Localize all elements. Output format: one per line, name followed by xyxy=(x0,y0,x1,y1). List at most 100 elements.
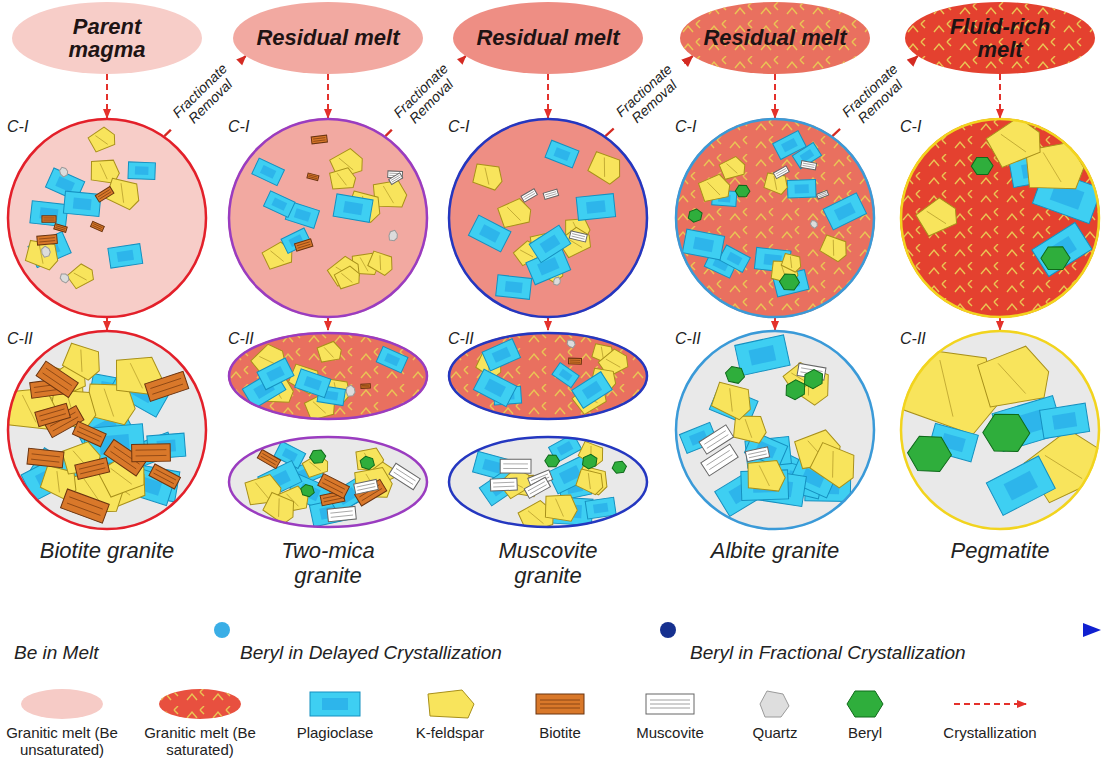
quartz-crystal xyxy=(41,246,51,258)
legend-beryl xyxy=(847,691,883,717)
crystal xyxy=(611,461,627,474)
k-feldspar-crystal xyxy=(329,167,357,190)
crystal xyxy=(149,464,181,489)
crystal xyxy=(307,173,319,181)
mica-cleavage xyxy=(394,468,416,484)
mica-cleavage xyxy=(748,451,766,458)
crystal-group xyxy=(682,131,866,297)
crystal xyxy=(543,189,558,199)
crystal xyxy=(686,208,704,224)
melt-fill xyxy=(7,118,207,318)
crystal xyxy=(773,166,789,179)
k-feldspar-cleavage xyxy=(742,419,755,438)
crystal xyxy=(1032,222,1092,276)
crystal-group xyxy=(244,441,420,527)
crystal xyxy=(387,229,400,243)
plagioclase-crystal xyxy=(482,339,520,371)
k-feldspar-cleavage xyxy=(827,240,841,256)
plagioclase-zoning xyxy=(749,345,777,365)
mica-cleavage xyxy=(572,234,586,240)
timeline-arrow xyxy=(2,627,1100,633)
crystal xyxy=(779,274,800,290)
crystal xyxy=(36,361,78,397)
mica-cleavage xyxy=(570,360,580,362)
crystal xyxy=(35,403,71,426)
k-feldspar-crystal xyxy=(807,438,863,491)
mica-cleavage xyxy=(322,479,345,493)
plagioclase-crystal xyxy=(257,358,294,390)
crystal xyxy=(295,369,331,398)
node-shape xyxy=(675,118,875,318)
node-shape xyxy=(448,330,648,530)
plagioclase-crystal xyxy=(823,193,866,230)
outline xyxy=(449,437,647,527)
plagioclase-zoning xyxy=(260,165,276,179)
plagioclase-zoning xyxy=(55,176,75,192)
crystal-group xyxy=(473,338,631,417)
crystal xyxy=(907,436,953,472)
crystal xyxy=(719,245,751,272)
crystal xyxy=(75,458,110,480)
crystal xyxy=(800,367,826,391)
node-shape xyxy=(900,330,1100,530)
crystal xyxy=(586,148,627,186)
k-feldspar-cleavage xyxy=(129,363,145,388)
k-feldspar-crystal xyxy=(780,251,804,273)
k-feldspar-crystal xyxy=(544,492,579,521)
plagioclase-zoning xyxy=(266,366,285,382)
crystal xyxy=(257,450,280,469)
plagioclase-zoning xyxy=(282,448,298,462)
biotite-crystal xyxy=(61,489,110,523)
stage-label: C-I xyxy=(448,118,469,136)
melt-fill xyxy=(448,118,648,318)
k-feldspar-cleavage xyxy=(786,256,795,268)
k-feldspar-crystal xyxy=(87,125,118,154)
plagioclase-zoning xyxy=(492,347,511,363)
mica-cleavage xyxy=(92,224,102,230)
plagioclase-zoning xyxy=(582,381,602,399)
plagioclase-crystal xyxy=(264,191,296,218)
crystal xyxy=(295,239,313,251)
k-feldspar-cleavage xyxy=(726,161,737,175)
melt-name: Parent magma xyxy=(32,15,182,61)
legend-text: Beryl xyxy=(805,724,925,741)
k-feldspar-cleavage xyxy=(606,355,620,371)
node-shape xyxy=(7,330,207,530)
melt-ellipse: Fluid-rich melt xyxy=(905,2,1095,74)
timeline-label: Beryl in Delayed Crystallization xyxy=(240,642,502,664)
k-feldspar-crystal xyxy=(317,340,344,363)
k-feldspar-crystal xyxy=(471,161,506,192)
crystal xyxy=(145,371,189,401)
biotite-crystal xyxy=(37,234,58,245)
plagioclase-zoning xyxy=(384,353,400,366)
legend-mica-lines xyxy=(540,700,580,708)
plagioclase-crystal xyxy=(986,456,1055,515)
melt-ellipse: Residual melt xyxy=(453,2,643,74)
melt-fill xyxy=(448,436,648,528)
mica-cleavage xyxy=(704,431,728,449)
mica-cleavage xyxy=(43,368,72,390)
melt-fill xyxy=(448,332,648,420)
plagioclase-crystal xyxy=(295,369,331,398)
plagioclase-zoning xyxy=(304,376,322,390)
mica-cleavage xyxy=(79,463,105,474)
legend-plagioclase xyxy=(310,692,360,716)
crystal xyxy=(521,189,537,202)
crystal xyxy=(72,421,106,446)
stage-label: C-II xyxy=(448,330,474,348)
plagioclase-crystal xyxy=(30,201,68,227)
k-feldspar-cleavage xyxy=(821,451,844,478)
plagioclase-crystal xyxy=(735,335,790,376)
beryl-crystal xyxy=(724,365,746,384)
crystallization-circle: C-I xyxy=(7,118,207,318)
crystal-group xyxy=(679,335,863,517)
crystal xyxy=(576,194,615,221)
mica-cleavage xyxy=(261,453,277,464)
legend-quartz xyxy=(760,691,789,717)
crystal xyxy=(735,185,750,197)
biotite-crystal xyxy=(132,444,171,462)
stage-label: C-I xyxy=(228,118,249,136)
beryl-crystal xyxy=(611,461,627,474)
muscovite-crystal xyxy=(569,231,587,242)
crystal xyxy=(745,447,769,462)
